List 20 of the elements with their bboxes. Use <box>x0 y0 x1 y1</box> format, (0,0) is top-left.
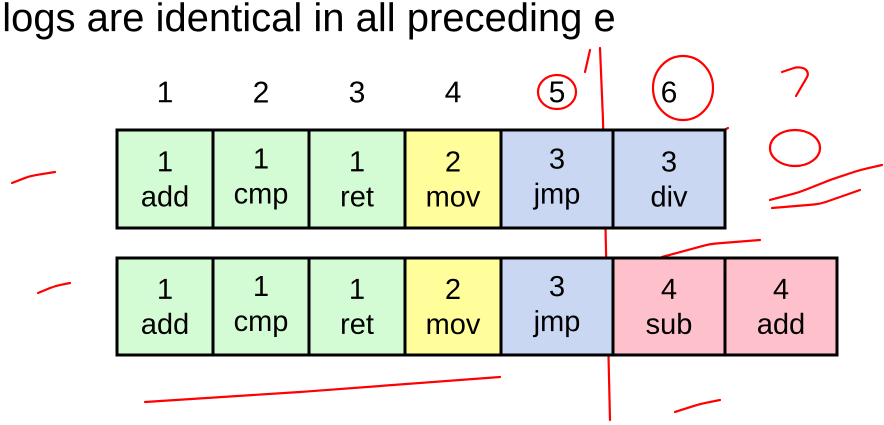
log-entry-cell: 1 add <box>116 256 214 356</box>
log-entry-cell: 3 jmp <box>500 256 614 356</box>
title: logs are identical in all preceding e <box>4 2 614 40</box>
log-entry-cell: 1 cmp <box>212 128 310 230</box>
column-number: 6 <box>662 81 676 103</box>
column-number: 1 <box>158 82 172 102</box>
column-number: 2 <box>254 82 268 102</box>
log-entry-cell: 1 ret <box>308 256 406 356</box>
log-entry-cell: 1 cmp <box>212 256 310 356</box>
log-entry-cell: 1 ret <box>308 128 406 230</box>
column-number: 5 <box>550 82 564 102</box>
column-number: 3 <box>350 81 364 103</box>
column-number: 4 <box>445 82 460 102</box>
log-entry-cell: 3 jmp <box>500 128 614 230</box>
log-entry-cell: 3 div <box>612 128 726 230</box>
log-entry-cell: 2 mov <box>404 128 502 230</box>
log-entry-cell: 4 add <box>724 256 838 356</box>
log-entry-cell: 2 mov <box>404 256 502 356</box>
log-entry-cell: 1 add <box>116 128 214 230</box>
log-entry-cell: 4 sub <box>612 256 726 356</box>
